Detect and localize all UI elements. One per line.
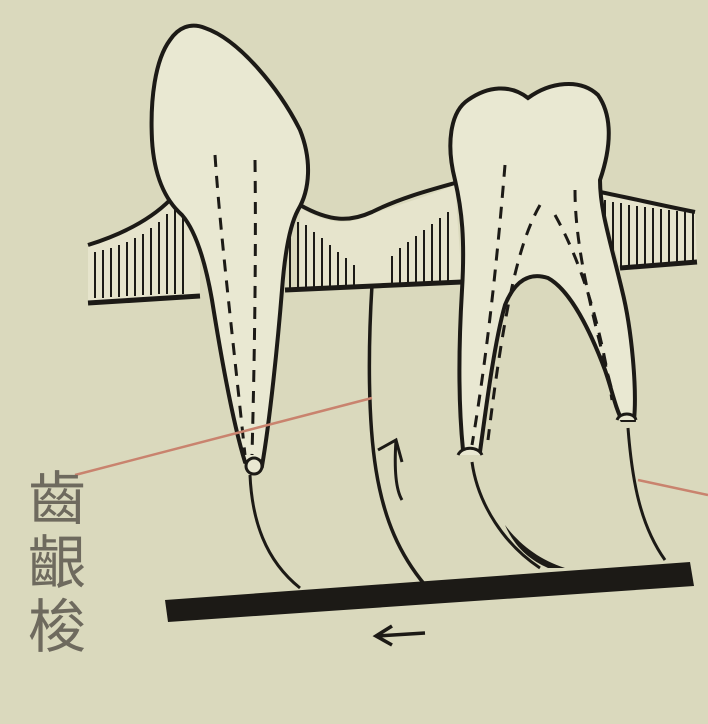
incisor-apex xyxy=(246,458,262,474)
gum-tissue-middle xyxy=(285,185,462,290)
left-arrow xyxy=(376,626,425,645)
caption-label: 齒齦梭 xyxy=(22,468,92,660)
bone-septum xyxy=(369,285,425,585)
molar-tooth xyxy=(450,84,665,568)
molar-ligament-right xyxy=(628,428,665,560)
molar-apex-right xyxy=(617,414,636,420)
incisor-ligament xyxy=(250,475,300,588)
guide-line-right xyxy=(638,480,708,495)
molar-apex-left xyxy=(458,448,482,455)
guide-line-left xyxy=(75,398,372,475)
base-bar xyxy=(165,562,694,622)
incisor-tooth xyxy=(152,26,308,588)
